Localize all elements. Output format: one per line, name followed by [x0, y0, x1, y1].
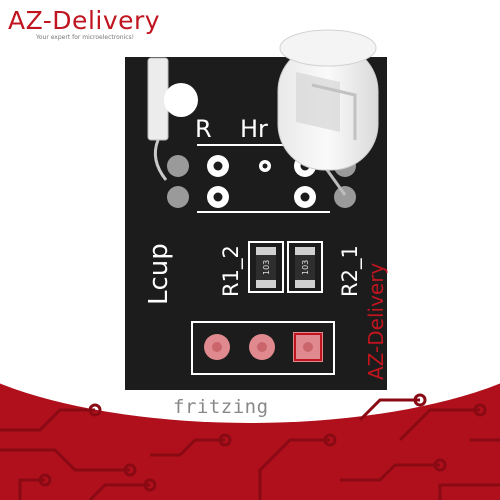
mounting-hole	[164, 83, 198, 117]
board-brand-text: AZ-Delivery	[364, 263, 388, 380]
label-hr: Hr	[240, 115, 268, 143]
resistor-value-2: 103	[301, 260, 310, 275]
label-r1: R1_2	[219, 245, 244, 297]
resistor-r1: 103	[248, 241, 284, 293]
pads	[167, 155, 356, 208]
resistor-r2: 103	[287, 241, 323, 293]
brand-logo: AZ-Delivery Your expert for microelectro…	[8, 6, 168, 42]
logo-tagline: Your expert for microelectronics!	[36, 34, 135, 41]
fritzing-label: fritzing	[173, 396, 269, 418]
ir-led	[277, 29, 379, 196]
label-r: R	[195, 115, 212, 143]
header-pins	[191, 321, 335, 375]
resistor-value-1: 103	[262, 260, 271, 275]
label-lcup: Lcup	[144, 243, 174, 305]
photodiode	[147, 57, 198, 181]
label-r2: R2_1	[338, 245, 363, 297]
logo-text: AZ-Delivery	[8, 6, 161, 35]
